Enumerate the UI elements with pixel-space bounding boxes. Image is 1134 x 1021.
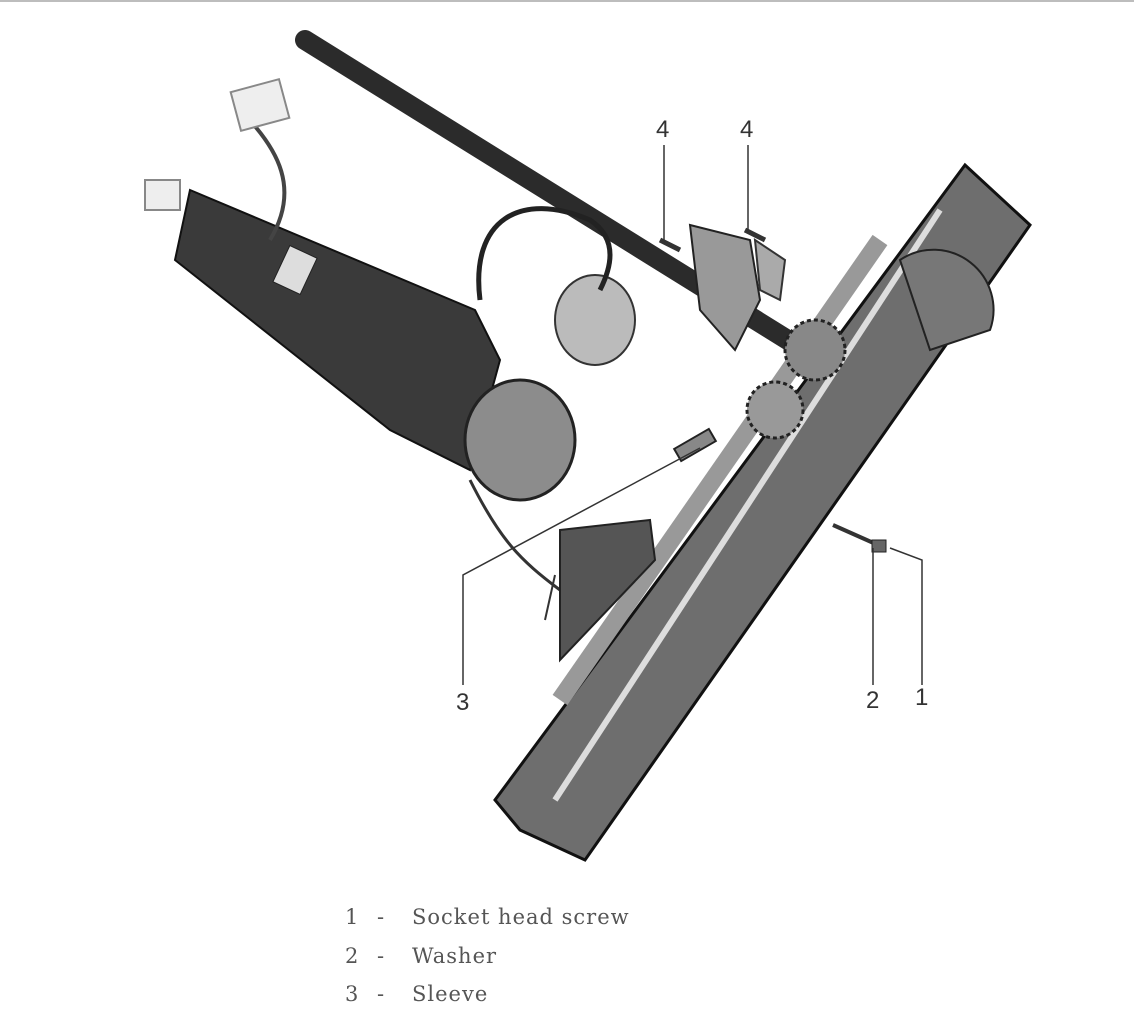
callout-4-right: 4 (740, 116, 754, 143)
motor (463, 378, 577, 502)
legend-number: 3 (345, 982, 360, 1006)
connector (229, 77, 291, 133)
callout-2: 2 (866, 687, 880, 714)
page-top-border (0, 0, 1134, 2)
legend-label: Sleeve (412, 982, 489, 1006)
legend-label: Washer (412, 943, 498, 968)
legend-item: 1 - Socket head screw (345, 905, 630, 944)
callout-4-left: 4 (656, 116, 670, 143)
legend-item: 3 - Sleeve (345, 982, 630, 1021)
leader-lines (462, 145, 923, 685)
legend-separator: - (377, 905, 386, 929)
seat-adjuster-illustration (144, 30, 1032, 862)
callout-1: 1 (915, 684, 929, 711)
legend-separator: - (377, 982, 386, 1006)
legend-label: Socket head screw (412, 905, 630, 929)
legend-number: 1 (345, 905, 360, 929)
parts-legend: 1 - Socket head screw 2 - Washer 3 - Sle… (345, 905, 630, 1021)
sleeve (672, 427, 718, 463)
mounting-bracket (688, 223, 762, 352)
socket-head-screw (832, 523, 879, 547)
legend-number: 2 (345, 943, 360, 968)
legend-item: 2 - Washer (345, 944, 630, 983)
gear (783, 318, 847, 382)
callout-3: 3 (456, 689, 470, 716)
motor-bracket (173, 188, 502, 472)
legend-separator: - (377, 943, 386, 968)
